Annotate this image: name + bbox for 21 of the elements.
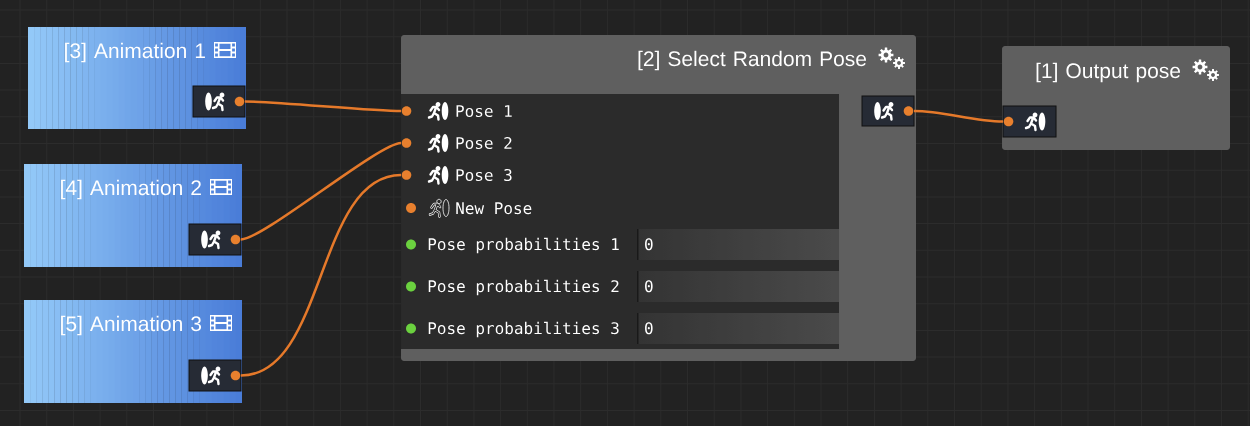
node-card: [1] Output pose: [1002, 46, 1230, 150]
field-label: Pose probabilities 1: [428, 237, 619, 254]
connector: [913, 109, 1004, 123]
node-label: [4] Animation 2: [61, 179, 201, 200]
node-card: [4] Animation 2: [24, 164, 242, 267]
port-label: Pose 2: [456, 137, 512, 150]
node-label: [5] Animation 3: [61, 315, 202, 336]
port-label: Pose 3: [456, 169, 512, 182]
port-label: Pose 1: [456, 105, 512, 118]
field-label: Pose probabilities 3: [428, 321, 619, 338]
connector: [240, 173, 402, 377]
field-label: Pose probabilities 2: [428, 279, 619, 296]
node-card: [5] Animation 3: [24, 300, 242, 403]
port-label: New Pose: [456, 202, 532, 215]
input-field: 0: [637, 312, 653, 345]
input-field: 0: [637, 270, 653, 303]
connector: [240, 141, 402, 241]
input-field: 0: [637, 228, 653, 261]
node-card: [3] Animation 1: [28, 27, 246, 129]
node-label: [3] Animation 1: [65, 42, 205, 63]
connector: [244, 100, 402, 113]
